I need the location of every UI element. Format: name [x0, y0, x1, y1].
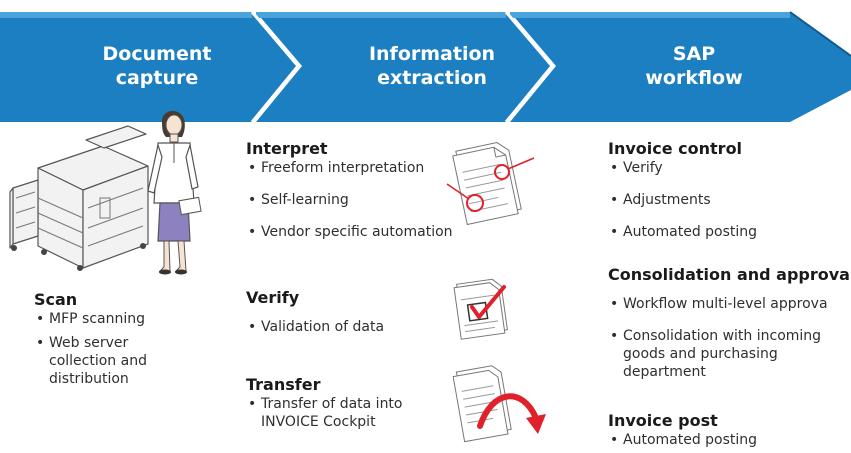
list-item-line: Self-learning — [261, 192, 349, 208]
list-item-line: distribution — [49, 371, 129, 387]
list-item-line: Vendor specific automation — [261, 224, 453, 240]
scan-section: Scan MFP scanning Web server collection … — [34, 290, 147, 388]
list-item: Workflow multi-level approva — [608, 295, 851, 313]
list-item-line: collection and — [49, 353, 147, 369]
list-item: Adjustments — [608, 191, 757, 209]
list-item-line: department — [623, 364, 706, 380]
chevron-document-capture — [0, 12, 298, 122]
chevron-information-extraction — [256, 12, 552, 122]
list-item-line: INVOICE Cockpit — [261, 414, 376, 430]
list-item-line: MFP scanning — [49, 311, 145, 327]
list-item: Automated posting — [608, 431, 757, 449]
list-item-line: Consolidation with incoming — [623, 328, 822, 344]
section-title-transfer: Transfer — [246, 375, 321, 394]
stage-title-document-capture: Document capture — [57, 42, 257, 90]
list-item-line: goods and purchasing — [623, 346, 778, 362]
stage-title-information-extraction: Information extraction — [332, 42, 532, 90]
list-item-line: Automated posting — [623, 432, 758, 448]
list-item: Consolidation with incoming goods and pu… — [608, 327, 851, 381]
mfp-printer-icon — [9, 125, 149, 271]
stage-title-sap-workflow: SAP workflow — [594, 42, 794, 90]
transfer-list: Transfer of data into INVOICE Cockpit — [246, 395, 403, 431]
list-item: Transfer of data into INVOICE Cockpit — [246, 395, 403, 431]
list-item: Automated posting — [608, 223, 757, 241]
invoice-control-section: Invoice control Verify Adjustments Autom… — [608, 139, 757, 241]
interpret-section: Interpret Freeform interpretation Self-l… — [246, 139, 453, 241]
banner-highlight — [256, 12, 506, 18]
stage-line: workflow — [645, 67, 743, 89]
list-item: Vendor specific automation — [246, 223, 453, 241]
verify-list: Validation of data — [246, 318, 384, 336]
list-item: Self-learning — [246, 191, 453, 209]
interpret-list: Freeform interpretation Self-learning Ve… — [246, 159, 453, 241]
list-item-line: Verify — [623, 160, 663, 176]
section-title-scan: Scan — [34, 290, 78, 309]
banner-highlight — [510, 12, 790, 18]
invoice-post-section: Invoice post Automated posting — [608, 411, 757, 449]
section-title-verify: Verify — [246, 288, 300, 307]
stage-line: extraction — [377, 67, 487, 89]
stage-line: capture — [115, 67, 199, 89]
document-icon — [446, 142, 535, 226]
list-item-line: Web server — [49, 335, 129, 351]
businesswoman-icon — [147, 110, 202, 275]
section-title-interpret: Interpret — [246, 139, 328, 158]
checkbox-icon — [453, 278, 508, 340]
section-title-invoice-post: Invoice post — [608, 411, 718, 430]
consolidation-section: Consolidation and approva Workflow multi… — [608, 265, 851, 381]
verify-section: Verify Validation of data — [246, 288, 384, 336]
stage-line: Document — [102, 43, 212, 65]
list-item-line: Validation of data — [261, 319, 385, 335]
list-item-line: Transfer of data into — [261, 396, 403, 412]
stage-line: Information — [368, 43, 496, 65]
list-item: Verify — [608, 159, 757, 177]
section-title-invoice-control: Invoice control — [608, 139, 743, 158]
list-item-line: Workflow multi-level approva — [623, 296, 828, 312]
list-item: Validation of data — [246, 318, 384, 336]
curved-arrow-icon — [452, 365, 546, 443]
chevron-sap-workflow — [510, 12, 851, 122]
process-banner — [0, 11, 851, 123]
list-item: Web server collection and distribution — [34, 334, 147, 388]
scan-list: MFP scanning Web server collection and d… — [34, 310, 147, 388]
list-item-line: Freeform interpretation — [261, 160, 425, 176]
invoice-post-list: Automated posting — [608, 431, 757, 449]
section-title-consolidation: Consolidation and approva — [608, 265, 850, 284]
list-item-line: Automated posting — [623, 224, 758, 240]
transfer-section: Transfer Transfer of data into INVOICE C… — [246, 375, 403, 431]
banner-highlight — [0, 12, 252, 18]
consolidation-list: Workflow multi-level approva Consolidati… — [608, 295, 851, 381]
list-item-line: Adjustments — [623, 192, 711, 208]
stage-line: SAP — [672, 43, 716, 65]
list-item: MFP scanning — [34, 310, 147, 328]
list-item: Freeform interpretation — [246, 159, 453, 177]
invoice-control-list: Verify Adjustments Automated posting — [608, 159, 757, 241]
